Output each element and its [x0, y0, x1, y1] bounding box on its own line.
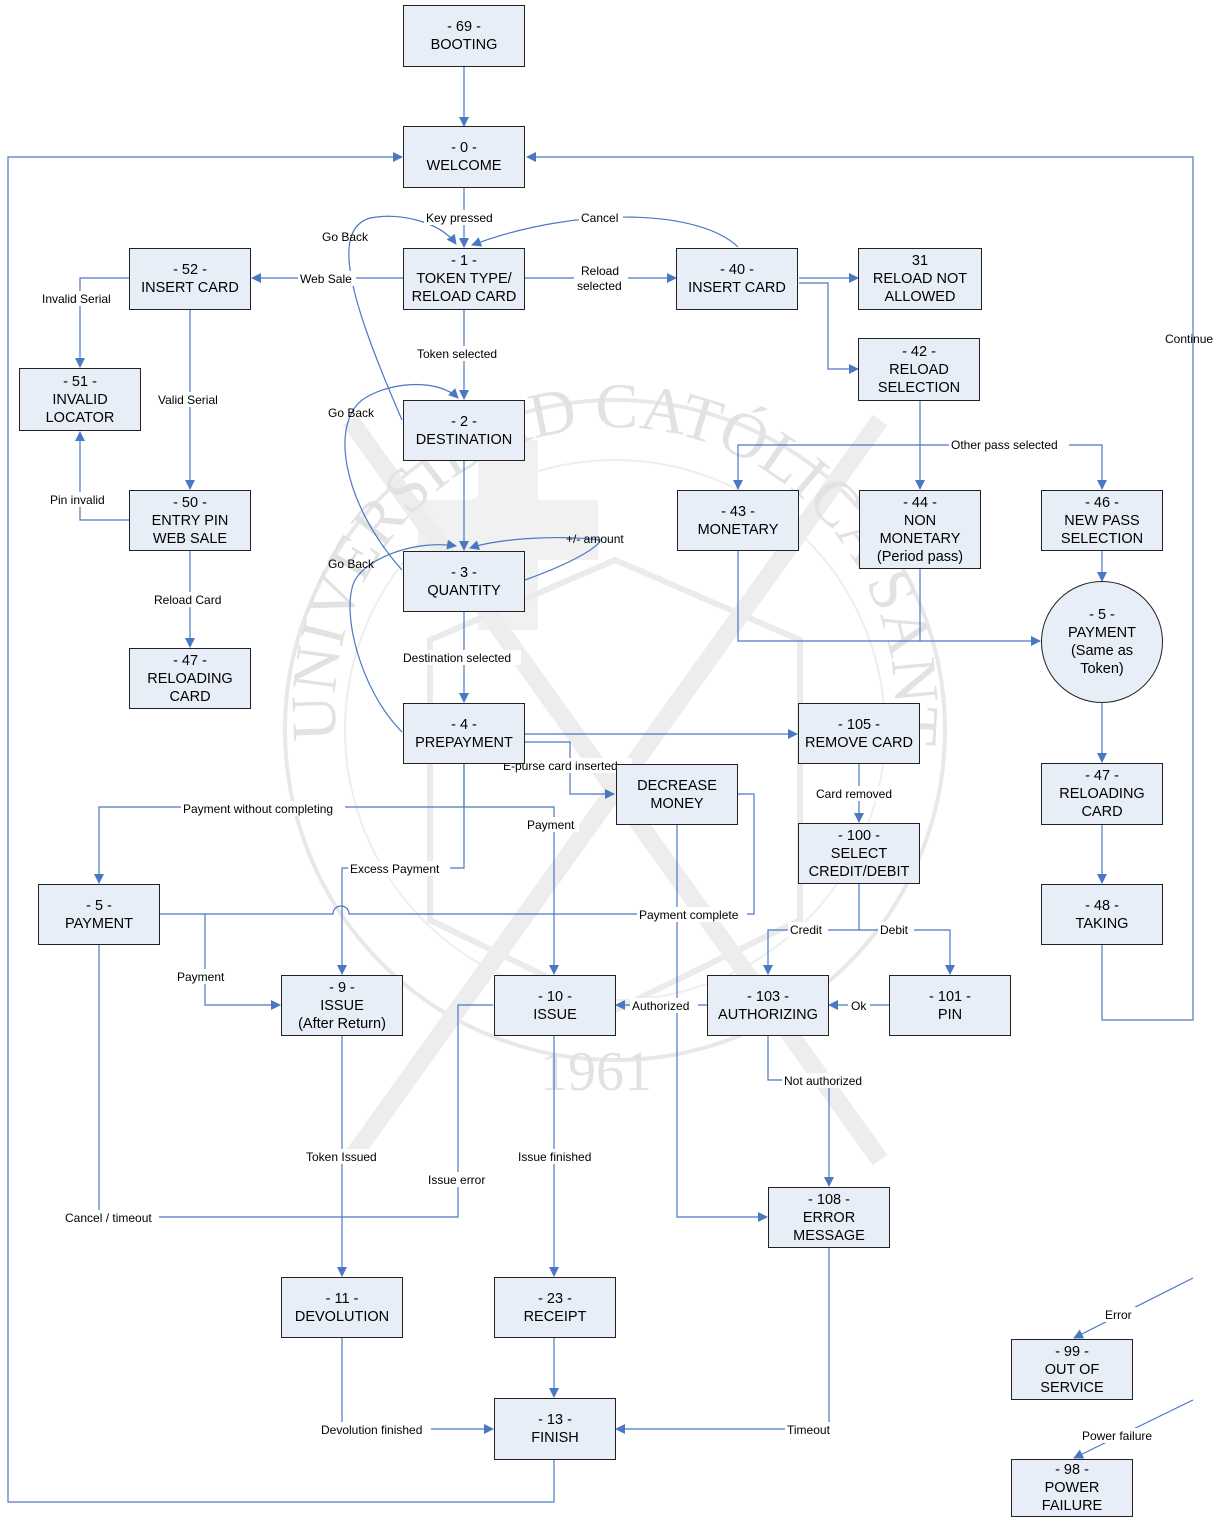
- label-invalid-serial: Invalid Serial: [42, 292, 111, 306]
- label-destination-selected: Destination selected: [403, 651, 511, 665]
- state-quantity: - 3 -QUANTITY: [403, 551, 525, 612]
- label-selected: selected: [577, 279, 622, 293]
- label-payment-1: Payment: [527, 818, 575, 832]
- state-authorizing: - 103 -AUTHORIZING: [707, 975, 829, 1036]
- edge-pin-invalid: [75, 431, 129, 521]
- edge-goback-destination-to-token-type: [348, 215, 457, 421]
- edge-decrease-to-error: [676, 825, 768, 1222]
- label-debit: Debit: [880, 923, 909, 937]
- edge-labels: Key pressed Cancel Go Back Web Sale Relo…: [40, 210, 1213, 1443]
- label-issue-error: Issue error: [428, 1173, 485, 1187]
- edge-to-monetary: [733, 444, 920, 490]
- state-token-type: - 1 -TOKEN TYPE/RELOAD CARD: [403, 248, 525, 310]
- state-prepayment: - 4 -PREPAYMENT: [403, 703, 525, 764]
- label-reload: Reload: [581, 264, 619, 278]
- label-cancel: Cancel: [581, 211, 618, 225]
- state-booting: - 69 -BOOTING: [403, 5, 525, 67]
- label-payment-without-completing: Payment without completing: [183, 802, 333, 816]
- label-payment-2: Payment: [177, 970, 225, 984]
- edge-payment-to-issue-after-return: [204, 914, 281, 1010]
- watermark-text: UNIVERSIDAD CATÓLICA SANTA MARÍA: [0, 0, 953, 747]
- edge-payment-complete: [160, 793, 755, 915]
- label-token-selected: Token selected: [417, 347, 497, 361]
- label-ok: Ok: [851, 999, 867, 1013]
- label-timeout: Timeout: [787, 1423, 831, 1437]
- state-welcome: - 0 -WELCOME: [403, 126, 525, 188]
- label-devolution-finished: Devolution finished: [321, 1423, 422, 1437]
- state-issue-after-return: - 9 -ISSUE(After Return): [281, 975, 403, 1036]
- label-amount: +/- amount: [566, 532, 624, 546]
- edge-invalid-serial: [75, 277, 129, 368]
- edge-to-reload-selection: [799, 282, 859, 374]
- edge-amount-loop: [469, 537, 601, 581]
- label-payment-complete: Payment complete: [639, 908, 739, 922]
- state-insert-card-52: - 52 -INSERT CARD: [129, 248, 251, 310]
- label-issue-finished: Issue finished: [518, 1150, 591, 1164]
- state-taking: - 48 -TAKING: [1041, 884, 1163, 945]
- state-destination: - 2 -DESTINATION: [403, 400, 525, 461]
- edge-goback-quantity-to-destination: [344, 384, 459, 571]
- label-other-pass-selected: Other pass selected: [951, 438, 1058, 452]
- edge-devolution-finished: [341, 1338, 494, 1434]
- label-epurse-inserted: E-purse card inserted: [503, 759, 618, 773]
- label-authorized: Authorized: [632, 999, 689, 1013]
- edge-issue-error: [98, 945, 493, 1218]
- label-go-back-1: Go Back: [322, 230, 369, 244]
- label-go-back-2: Go Back: [328, 406, 375, 420]
- state-receipt: - 23 -RECEIPT: [494, 1277, 616, 1338]
- label-web-sale: Web Sale: [300, 272, 352, 286]
- state-pin: - 101 -PIN: [889, 975, 1011, 1036]
- edge-cancel-to-token-type: [471, 216, 739, 248]
- state-insert-card-40: - 40 -INSERT CARD: [676, 248, 798, 310]
- label-key-pressed: Key pressed: [426, 211, 493, 225]
- label-excess-payment: Excess Payment: [350, 862, 440, 876]
- state-devolution: - 11 -DEVOLUTION: [281, 1277, 403, 1338]
- watermark-year: 1961: [540, 1041, 652, 1103]
- label-go-back-3: Go Back: [328, 557, 375, 571]
- label-power-failure: Power failure: [1082, 1429, 1152, 1443]
- label-valid-serial: Valid Serial: [158, 393, 218, 407]
- state-monetary: - 43 -MONETARY: [677, 490, 799, 551]
- edge-goback-prepayment-to-quantity: [349, 539, 457, 733]
- label-continue: Continue: [1165, 332, 1213, 346]
- label-cancel-timeout: Cancel / timeout: [65, 1211, 152, 1225]
- edge-continue: [526, 152, 1194, 1021]
- label-pin-invalid: Pin invalid: [50, 493, 105, 507]
- label-credit: Credit: [790, 923, 823, 937]
- state-finish: - 13 -FINISH: [494, 1398, 616, 1460]
- label-token-issued: Token Issued: [306, 1150, 377, 1164]
- label-not-authorized: Not authorized: [784, 1074, 862, 1088]
- state-issue: - 10 -ISSUE: [494, 975, 616, 1036]
- edge-timeout: [615, 1248, 830, 1434]
- edge-monetary-to-payment: [737, 551, 1041, 646]
- label-error: Error: [1105, 1308, 1132, 1322]
- edge-payment-to-issue: [464, 806, 559, 975]
- state-payment: - 5 -PAYMENT: [38, 884, 160, 945]
- label-card-removed: Card removed: [816, 787, 892, 801]
- state-remove-card: - 105 -REMOVE CARD: [798, 703, 920, 764]
- label-reload-card: Reload Card: [154, 593, 221, 607]
- edge-finish-to-welcome: [7, 152, 555, 1503]
